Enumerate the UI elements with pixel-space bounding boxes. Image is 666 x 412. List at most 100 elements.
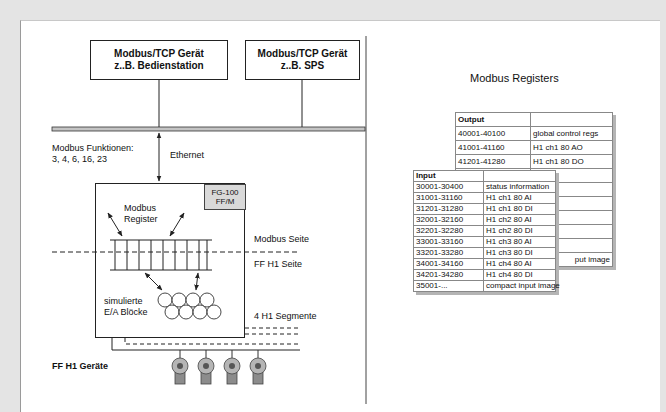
drawing-circle xyxy=(203,363,209,369)
drawing-line xyxy=(145,273,162,290)
cell-text: 31001-31160 xyxy=(416,193,463,202)
table-cell: H1 ch1 80 AO xyxy=(531,141,613,155)
node-text: simulierte E/A Blöcke xyxy=(104,296,159,318)
drawing-circle xyxy=(177,363,183,369)
field-devices xyxy=(172,350,266,384)
gateway-box: Modbus Register simulierte E/A Blöcke FG-1… xyxy=(95,183,245,338)
node-text: Modbus Register xyxy=(124,203,172,225)
table-cell: 34201-34280 xyxy=(414,270,484,281)
segment-label: 4 H1 Segmente xyxy=(254,311,317,322)
device-box: Modbus/TCP Gerätz..B. SPS xyxy=(245,40,360,80)
device-box: Modbus/TCP Gerätz..B. Bedienstation xyxy=(90,40,228,80)
drawing-line xyxy=(110,240,212,241)
table-cell: H1 ch3 80 AI xyxy=(484,237,556,248)
table-cell: 32201-32280 xyxy=(414,226,484,237)
model-label-box: FG-100 FF/M xyxy=(204,184,246,210)
table-cell: H1 ch3 80 DI xyxy=(484,248,556,259)
node-text: Modbus/TCP Gerät xyxy=(258,48,348,60)
drawing-line xyxy=(108,213,122,236)
drawing-line xyxy=(115,240,116,270)
table-cell: 33201-33280 xyxy=(414,248,484,259)
cell-text: H1 ch1 80 AI xyxy=(486,193,532,202)
cell-text: global control regs xyxy=(533,129,598,138)
table-cell: 31001-31160 xyxy=(414,193,484,204)
cell-text: H1 ch1 80 AO xyxy=(533,143,583,152)
function-note: Modbus Funktionen: 3, 4, 6, 16, 23 xyxy=(52,143,138,165)
cell-text: 31201-31280 xyxy=(416,204,463,213)
table-cell: H1 ch4 80 DI xyxy=(484,270,556,281)
drawing-line xyxy=(151,240,152,270)
drawing-path xyxy=(112,338,300,350)
table-cell: H1 ch4 80 AI xyxy=(484,259,556,270)
register-ladder xyxy=(110,240,212,270)
cell-text: H1 ch2 80 DI xyxy=(486,226,533,235)
drawing-line xyxy=(196,273,198,290)
table-cell: Input xyxy=(414,171,484,182)
drawing-circle xyxy=(207,305,221,319)
drawing-line xyxy=(187,240,188,270)
cell-text: 30001-30400 xyxy=(416,182,463,191)
drawing-circle xyxy=(179,305,193,319)
table-cell: 30001-30400 xyxy=(414,182,484,193)
table-cell: H1 ch1 80 AI xyxy=(484,193,556,204)
cell-text: 32201-32280 xyxy=(416,226,463,235)
table-cell: global control regs xyxy=(531,127,613,141)
table-cell: 40001-40100 xyxy=(456,127,531,141)
cell-text: 35001-... xyxy=(416,281,448,290)
table-cell: H1 ch1 80 DI xyxy=(484,204,556,215)
drawing-circle xyxy=(255,363,261,369)
cell-text: H1 ch3 80 DI xyxy=(486,248,533,257)
cell-text: 32001-32160 xyxy=(416,215,463,224)
drawing-circle xyxy=(172,358,188,374)
drawing-path xyxy=(245,328,300,329)
table-cell: status information xyxy=(484,182,556,193)
drawing-line xyxy=(180,350,181,358)
table-cell: 31201-31280 xyxy=(414,204,484,215)
drawing-path xyxy=(245,334,300,335)
cell-text: H1 ch3 80 AI xyxy=(486,237,532,246)
cell-text: H1 ch2 80 AI xyxy=(486,215,532,224)
table-cell: 35001-... xyxy=(414,281,484,292)
table-cell: compact input image xyxy=(484,281,556,292)
section-title: Modbus Registers xyxy=(470,71,559,85)
cell-text: 33001-33160 xyxy=(416,237,463,246)
table-cell: H1 ch2 80 AI xyxy=(484,215,556,226)
table-cell: 41201-41280 xyxy=(456,155,531,169)
drawing-line xyxy=(170,213,184,236)
drawing-line xyxy=(258,350,259,358)
cell-text: 40001-40100 xyxy=(458,129,505,138)
network-label: Ethernet xyxy=(170,150,204,161)
cell-text: H1 ch1 80 DI xyxy=(486,204,533,213)
drawing-line xyxy=(199,240,200,270)
table-cell: 34001-34160 xyxy=(414,259,484,270)
drawing-line xyxy=(110,270,212,271)
cell-text: compact input image xyxy=(486,281,560,290)
table-cell xyxy=(484,171,556,182)
drawing-g xyxy=(172,358,266,374)
side-label: Modbus Seite xyxy=(254,234,309,245)
drawing-g xyxy=(175,372,263,384)
cell-text: 33201-33280 xyxy=(416,248,463,257)
ethernet-bus xyxy=(52,127,365,131)
drawing-circle xyxy=(165,305,179,319)
cell-text: 34001-34160 xyxy=(416,259,463,268)
separator-line xyxy=(366,36,367,404)
cell-text: 41001-41160 xyxy=(458,143,505,152)
function-blocks xyxy=(158,293,221,319)
h1-segments xyxy=(112,328,300,350)
table-cell: Output xyxy=(456,113,531,127)
device-group-label: FF H1 Geräte xyxy=(52,361,108,372)
drawing-line xyxy=(127,240,128,270)
double-arrow xyxy=(159,133,160,181)
cell-text: 41201-41280 xyxy=(458,157,505,166)
drop-line xyxy=(302,80,303,127)
cell-text: H1 ch4 80 AI xyxy=(486,259,532,268)
table-cell: 41001-41160 xyxy=(456,141,531,155)
side-label: FF H1 Seite xyxy=(254,259,302,270)
drawing-line xyxy=(232,350,233,358)
cell-text: H1 ch4 80 DI xyxy=(486,270,533,279)
drawing-path xyxy=(125,338,300,344)
table-cell xyxy=(531,113,613,127)
drawing-line xyxy=(207,240,208,270)
